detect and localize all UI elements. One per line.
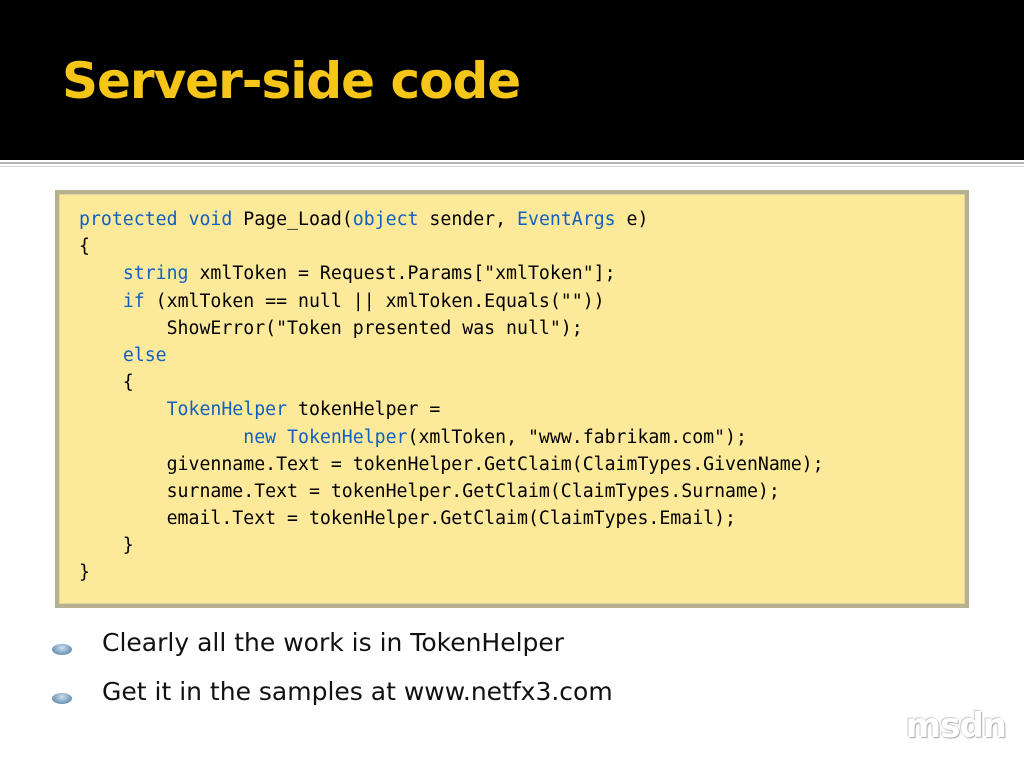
- code-keyword: TokenHelper: [287, 426, 408, 448]
- divider-line-secondary: [0, 166, 1024, 167]
- code-text: givenname.Text = tokenHelper.GetClaim(Cl…: [79, 453, 824, 475]
- msdn-logo: msdn: [905, 706, 1007, 746]
- bullet-icon: [52, 693, 72, 704]
- code-keyword: TokenHelper: [166, 399, 288, 421]
- code-line: surname.Text = tokenHelper.GetClaim(Clai…: [79, 478, 824, 505]
- code-text: (xmlToken, "www.fabrikam.com");: [407, 426, 747, 448]
- code-text: [178, 209, 189, 230]
- code-keyword: string: [122, 263, 189, 285]
- code-text: }: [79, 562, 90, 584]
- code-line: }: [79, 532, 824, 559]
- code-keyword: protected: [79, 209, 178, 230]
- bullet-icon: [52, 644, 72, 655]
- code-text: [79, 263, 123, 284]
- code-block: protected void Page_Load(object sender, …: [55, 190, 969, 608]
- code-text: [79, 427, 243, 448]
- code-line: ShowError("Token presented was null");: [79, 315, 824, 342]
- code-line: }: [79, 559, 824, 586]
- code-text: email.Text = tokenHelper.GetClaim(ClaimT…: [79, 508, 736, 530]
- code-keyword: EventArgs: [517, 209, 616, 230]
- code-text: xmlToken = Request.Params["xmlToken"];: [188, 263, 616, 285]
- code-keyword: void: [188, 209, 233, 230]
- code-text: [79, 399, 167, 420]
- code-listing: protected void Page_Load(object sender, …: [79, 206, 824, 587]
- code-text: }: [79, 535, 134, 557]
- code-keyword: else: [122, 344, 167, 366]
- code-text: tokenHelper =: [287, 399, 441, 421]
- code-text: {: [79, 372, 134, 394]
- code-text: [79, 291, 123, 312]
- code-line: new TokenHelper(xmlToken, "www.fabrikam.…: [79, 424, 824, 451]
- code-text: (xmlToken == null || xmlToken.Equals("")…: [144, 290, 605, 312]
- code-text: ShowError("Token presented was null");: [79, 317, 583, 339]
- code-line: string xmlToken = Request.Params["xmlTok…: [79, 260, 824, 287]
- bullet-item: Clearly all the work is in TokenHelper: [52, 626, 752, 666]
- bullet-text: Clearly all the work is in TokenHelper: [102, 628, 565, 657]
- code-text: [79, 345, 123, 366]
- code-keyword: new: [243, 426, 277, 448]
- code-text: {: [79, 236, 90, 258]
- bullet-item: Get it in the samples at www.netfx3.com: [52, 675, 752, 715]
- divider-line: [0, 162, 1024, 164]
- code-line: email.Text = tokenHelper.GetClaim(ClaimT…: [79, 505, 824, 532]
- code-line: {: [79, 369, 824, 396]
- bullet-text: Get it in the samples at www.netfx3.com: [102, 677, 613, 706]
- code-line: givenname.Text = tokenHelper.GetClaim(Cl…: [79, 451, 824, 478]
- code-text: Page_Load(: [232, 209, 353, 230]
- code-line: else: [79, 342, 824, 369]
- title-bar: Server-side code: [0, 0, 1024, 160]
- code-line: if (xmlToken == null || xmlToken.Equals(…: [79, 288, 824, 315]
- slide-title: Server-side code: [62, 52, 521, 110]
- code-text: sender,: [418, 209, 518, 230]
- code-text: surname.Text = tokenHelper.GetClaim(Clai…: [79, 480, 780, 502]
- code-text: [276, 427, 287, 448]
- code-keyword: object: [352, 209, 419, 230]
- code-line: protected void Page_Load(object sender, …: [79, 206, 824, 233]
- code-text: e): [615, 209, 649, 230]
- code-line: TokenHelper tokenHelper =: [79, 396, 824, 423]
- code-line: {: [79, 233, 824, 260]
- code-keyword: if: [122, 290, 145, 312]
